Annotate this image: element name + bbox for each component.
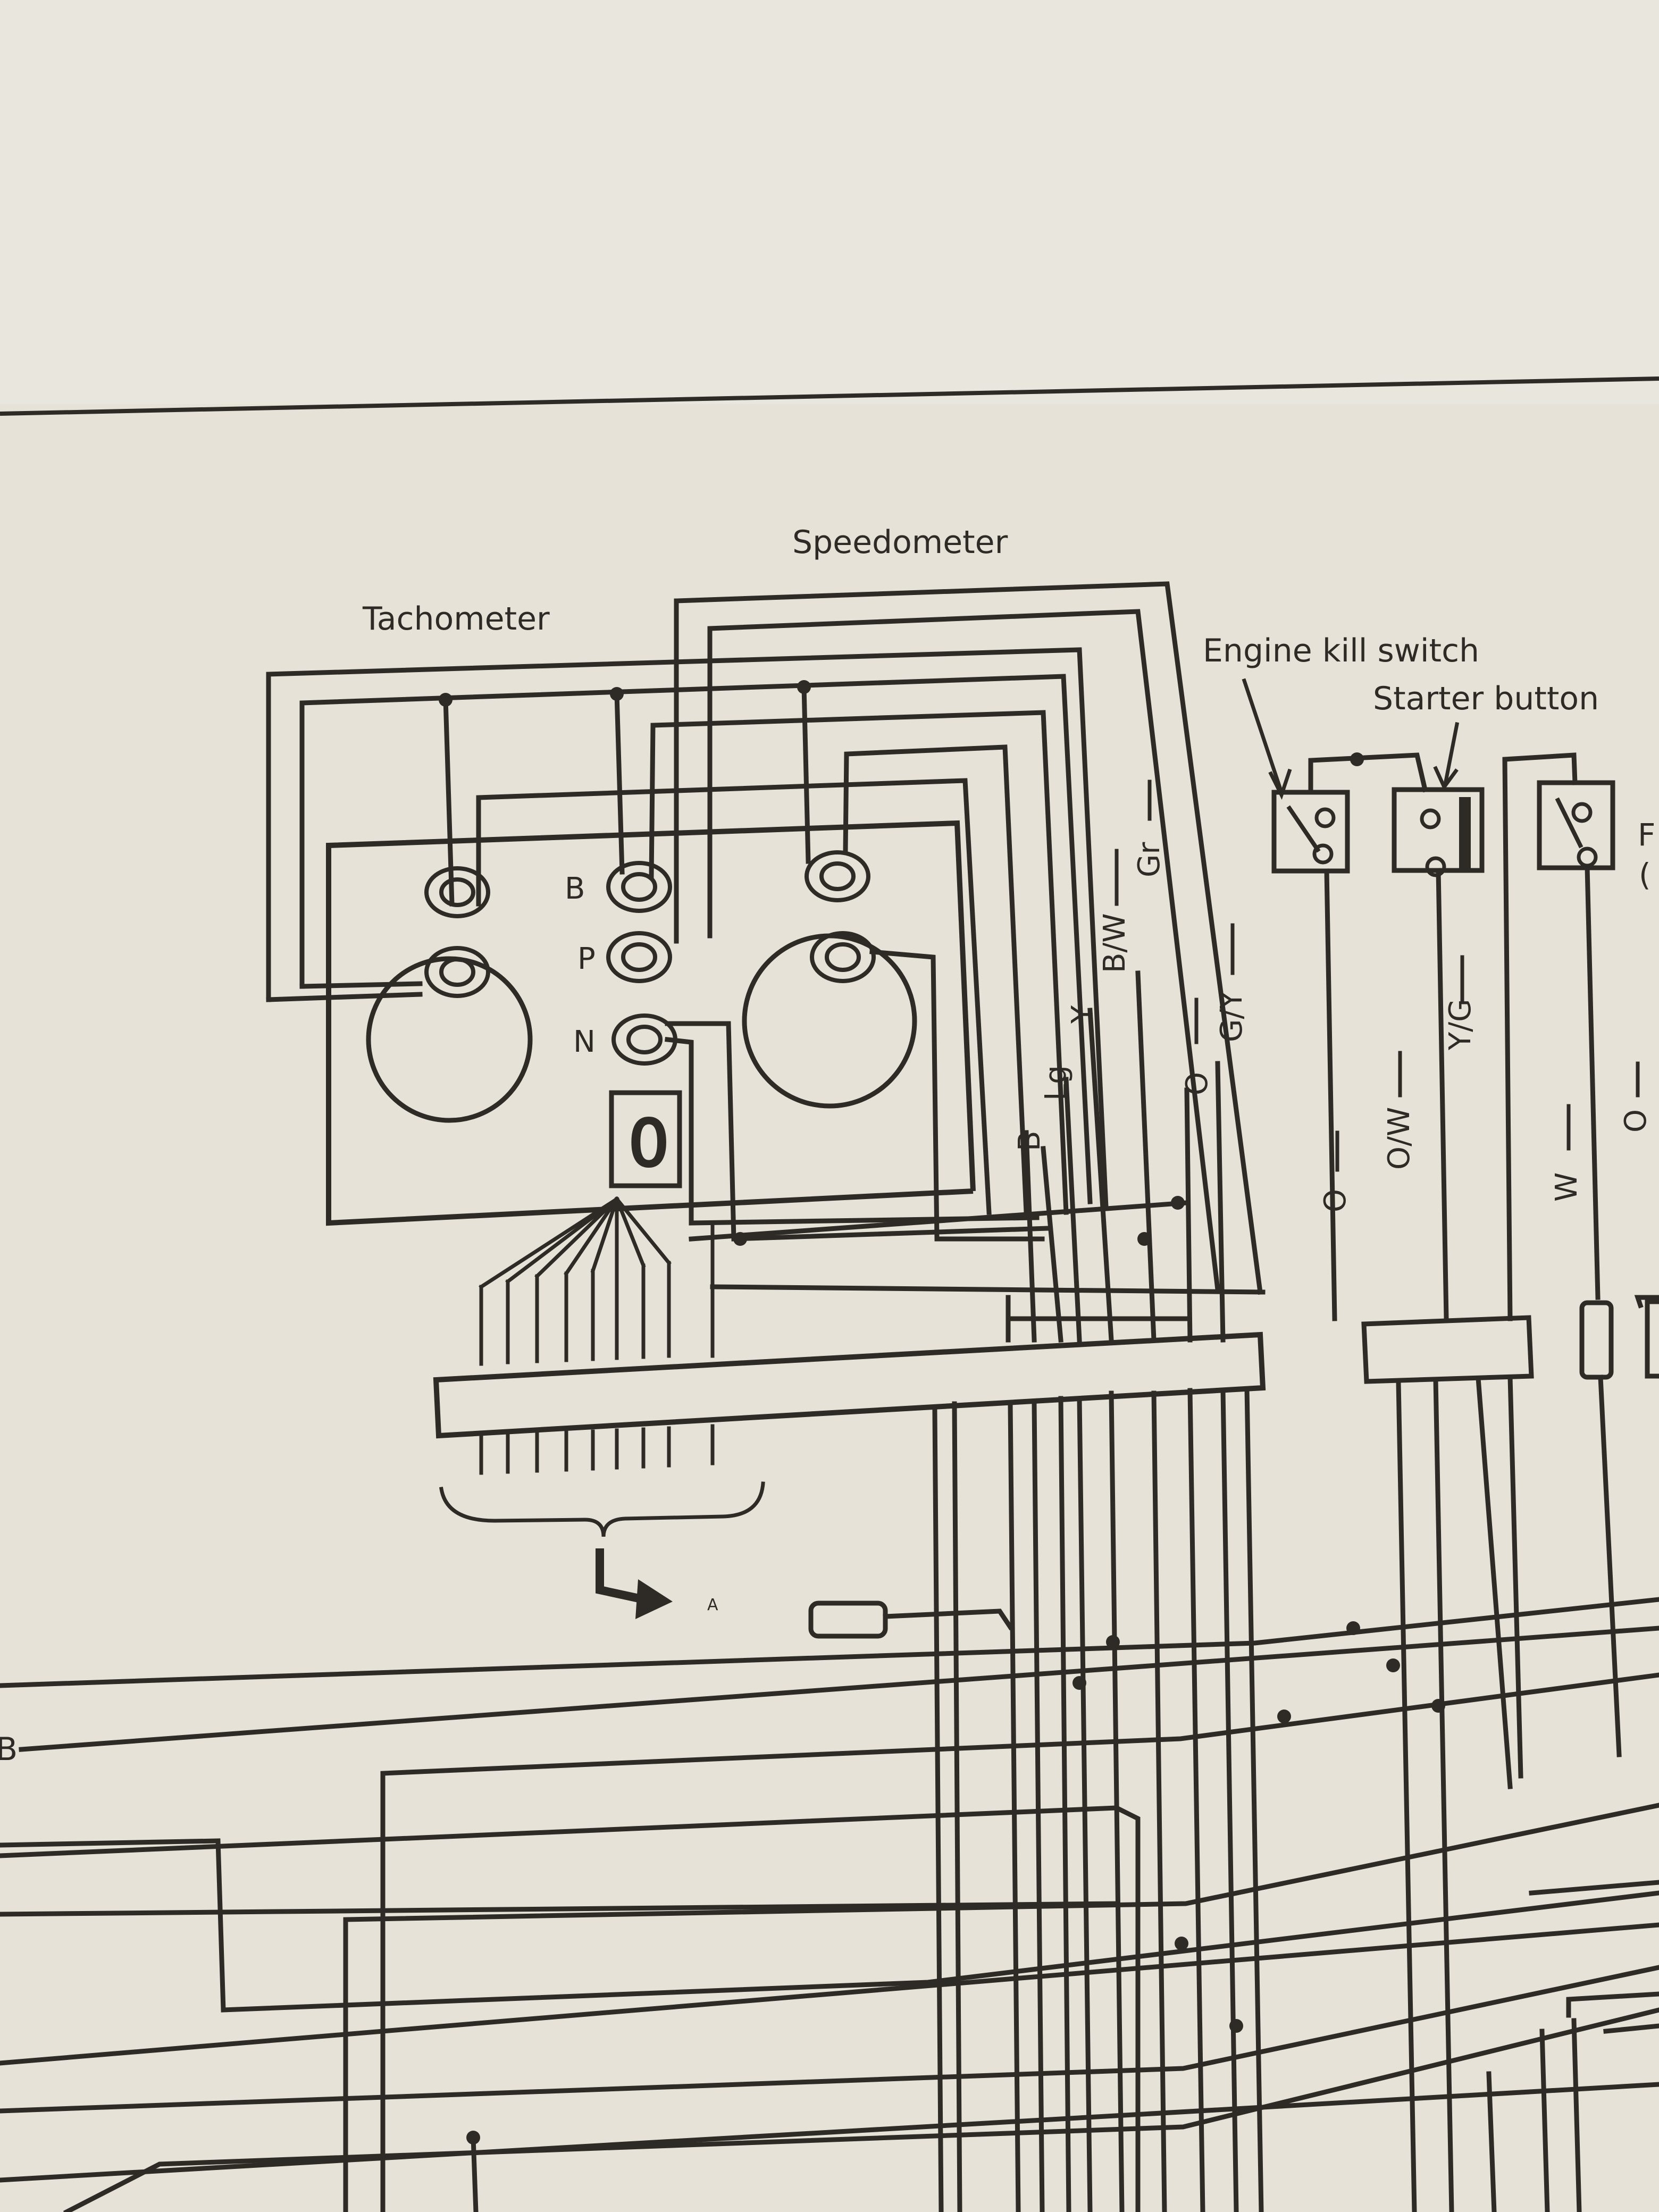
reference-arrow xyxy=(596,1548,654,1606)
wire-code-o: O xyxy=(1180,1072,1214,1095)
speedometer-label: Speedometer xyxy=(792,524,1008,561)
gear-position-digit: 0 xyxy=(629,1107,669,1181)
partial-connector xyxy=(1645,1299,1659,1379)
indicator-n-label: N xyxy=(573,1025,596,1059)
starter-button-switch xyxy=(1392,787,1485,877)
switch-wiring xyxy=(1308,752,1659,1321)
wire-code-yg: Y/G xyxy=(1443,999,1478,1051)
gear-display-fan-wires xyxy=(479,1196,715,1366)
bulb-sockets xyxy=(424,850,876,1066)
wire-code-y: Y xyxy=(1066,1005,1100,1024)
engine-kill-switch-label: Engine kill switch xyxy=(1203,632,1479,669)
reference-arrow-head xyxy=(635,1579,673,1619)
wire-code-b: B xyxy=(1012,1131,1047,1151)
harness-connector xyxy=(433,1331,1266,1439)
wire-code-ow: O/W xyxy=(1382,1107,1417,1170)
label-leaders xyxy=(1242,678,1460,800)
junction-dots xyxy=(439,680,1445,2144)
wire-code-gy: G/Y xyxy=(1214,991,1249,1042)
partial-switch-label: F xyxy=(1638,817,1655,853)
partial-switch-label-2: ( xyxy=(1639,857,1651,893)
edge-label: B xyxy=(0,1731,18,1768)
wire-code-bw: B/W xyxy=(1097,913,1132,973)
upper-margin xyxy=(0,0,1659,404)
page-divider-line xyxy=(0,376,1659,416)
wire-code-w: W xyxy=(1549,1172,1584,1202)
inline-fuse xyxy=(1579,1300,1614,1380)
meter-wiring xyxy=(266,581,1266,1343)
wire-code-o-3: O xyxy=(1619,1109,1653,1133)
meter-housing xyxy=(326,820,976,1226)
starter-button-label: Starter button xyxy=(1373,680,1599,717)
indicator-b-label: B xyxy=(565,872,585,906)
wire-code-gr: Gr xyxy=(1132,842,1167,877)
tachometer-label: Tachometer xyxy=(362,600,550,638)
wire-code-o-2: O xyxy=(1318,1189,1353,1212)
connector-pins xyxy=(479,1424,715,1475)
wire-code-lg: Lg xyxy=(1039,1065,1074,1101)
pin-group-brace xyxy=(439,1481,765,1537)
wire-code-stubs xyxy=(1115,780,1640,1172)
switch-connector xyxy=(1361,1315,1534,1384)
reference-arrow-label: A xyxy=(707,1596,718,1614)
wire-code-labels: Gr B/W Y Lg B O G/Y O/W Y/G O W O xyxy=(1012,842,1653,1212)
gear-position-display xyxy=(609,1090,682,1188)
indicator-p-label: P xyxy=(577,942,596,976)
lower-harness-wiring xyxy=(0,1375,1659,2212)
